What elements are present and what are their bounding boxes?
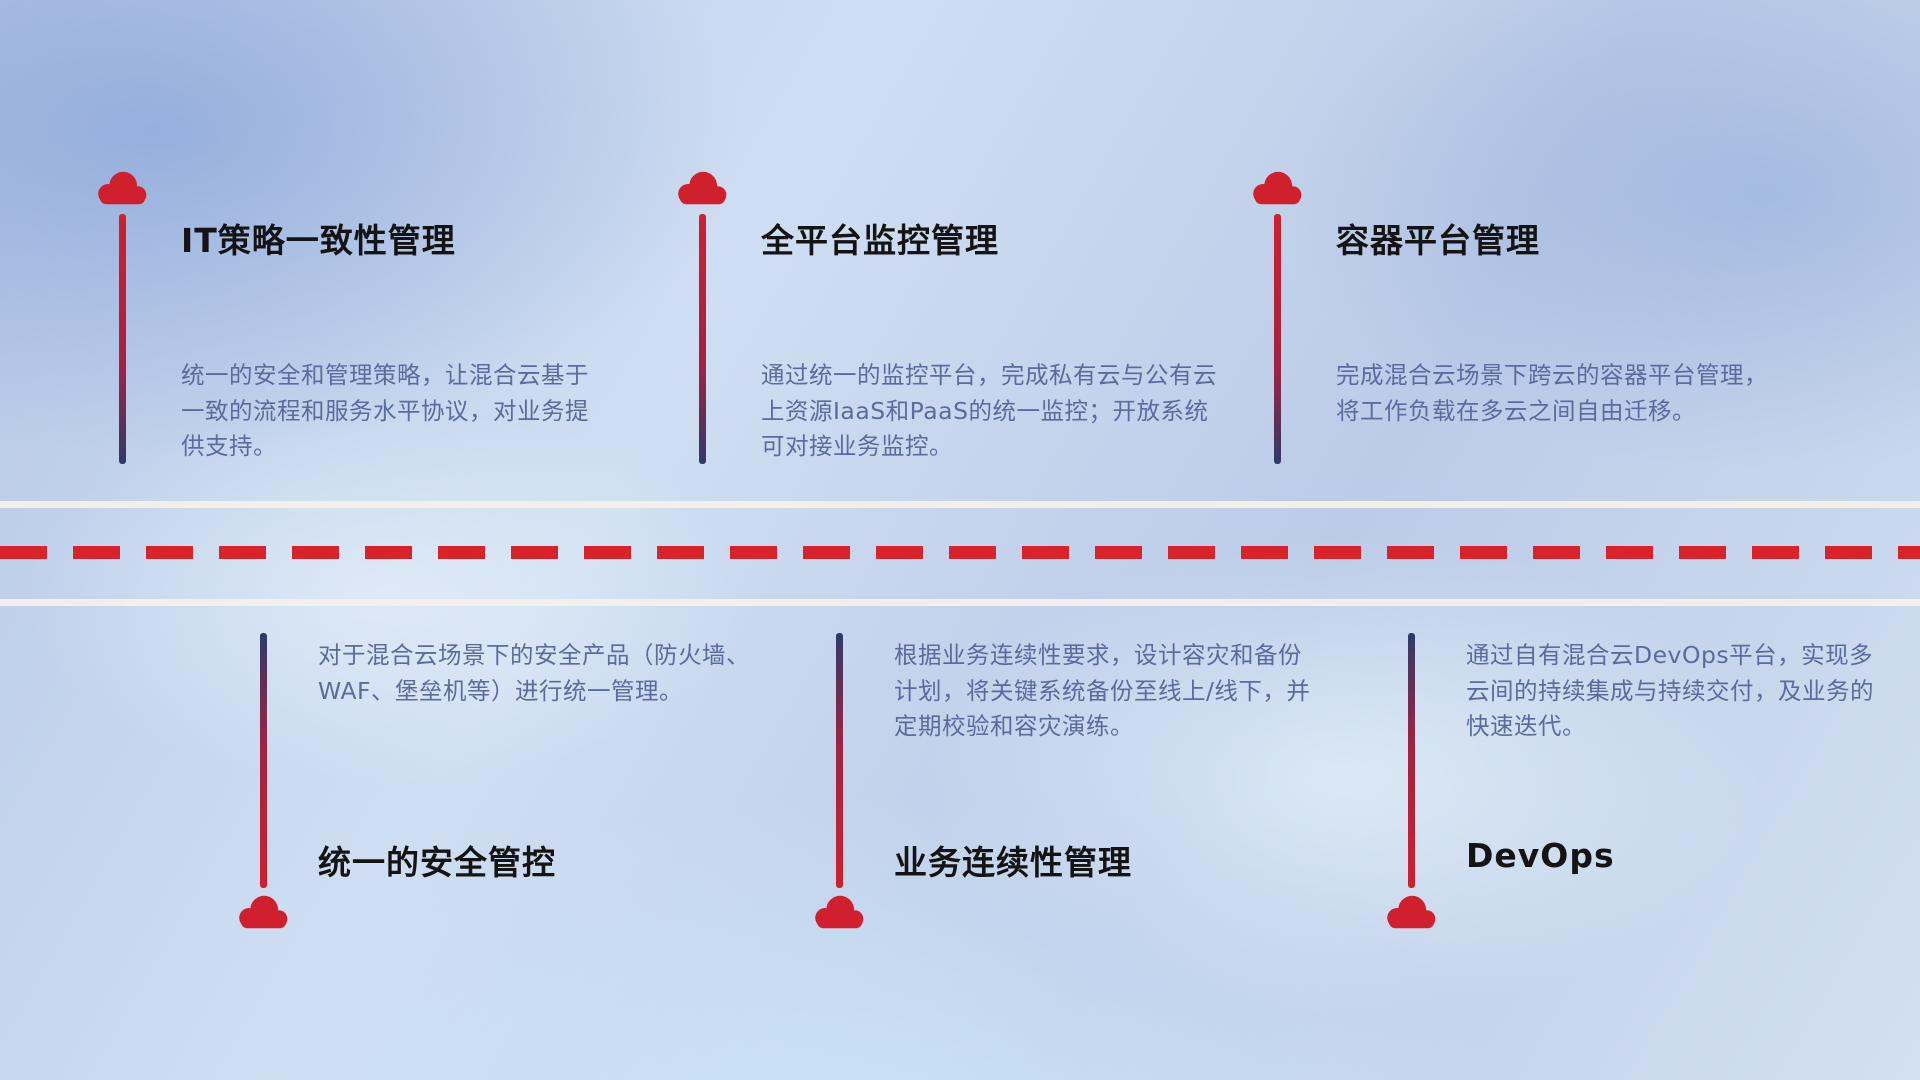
item-description: 统一的安全和管理策略，让混合云基于一致的流程和服务水平协议，对业务提供支持。 [181, 361, 589, 461]
connector-line [119, 214, 126, 464]
item-description: 完成混合云场景下跨云的容器平台管理，将工作负载在多云之间自由迁移。 [1336, 361, 1768, 425]
cloud-icon [1382, 892, 1440, 932]
connector-line [836, 633, 843, 888]
cloud-icon [93, 168, 151, 208]
item-description: 对于混合云场景下的安全产品（防火墙、WAF、堡垒机等）进行统一管理。 [318, 641, 750, 705]
connector-line [1274, 214, 1281, 464]
item-title: IT策略一致性管理 [181, 221, 456, 260]
item-description: 通过自有混合云DevOps平台，实现多云间的持续集成与持续交付，及业务的快速迭代… [1466, 641, 1874, 741]
connector-line [699, 214, 706, 464]
road-dashed-centerline [0, 546, 1920, 559]
road-top-line [0, 501, 1920, 508]
item-title: 全平台监控管理 [761, 221, 999, 260]
item-title: 业务连续性管理 [894, 843, 1132, 882]
cloud-icon [673, 168, 731, 208]
item-description: 根据业务连续性要求，设计容灾和备份计划，将关键系统备份至线上/线下，并定期校验和… [894, 641, 1311, 741]
cloud-icon [1248, 168, 1306, 208]
item-title: DevOps [1466, 836, 1615, 875]
connector-line [260, 633, 267, 888]
cloud-icon [810, 892, 868, 932]
road-bottom-line [0, 599, 1920, 606]
cloud-icon [234, 892, 292, 932]
item-title: 容器平台管理 [1336, 221, 1540, 260]
connector-line [1408, 633, 1415, 888]
item-description: 通过统一的监控平台，完成私有云与公有云上资源IaaS和PaaS的统一监控；开放系… [761, 361, 1217, 461]
item-title: 统一的安全管控 [318, 843, 556, 882]
